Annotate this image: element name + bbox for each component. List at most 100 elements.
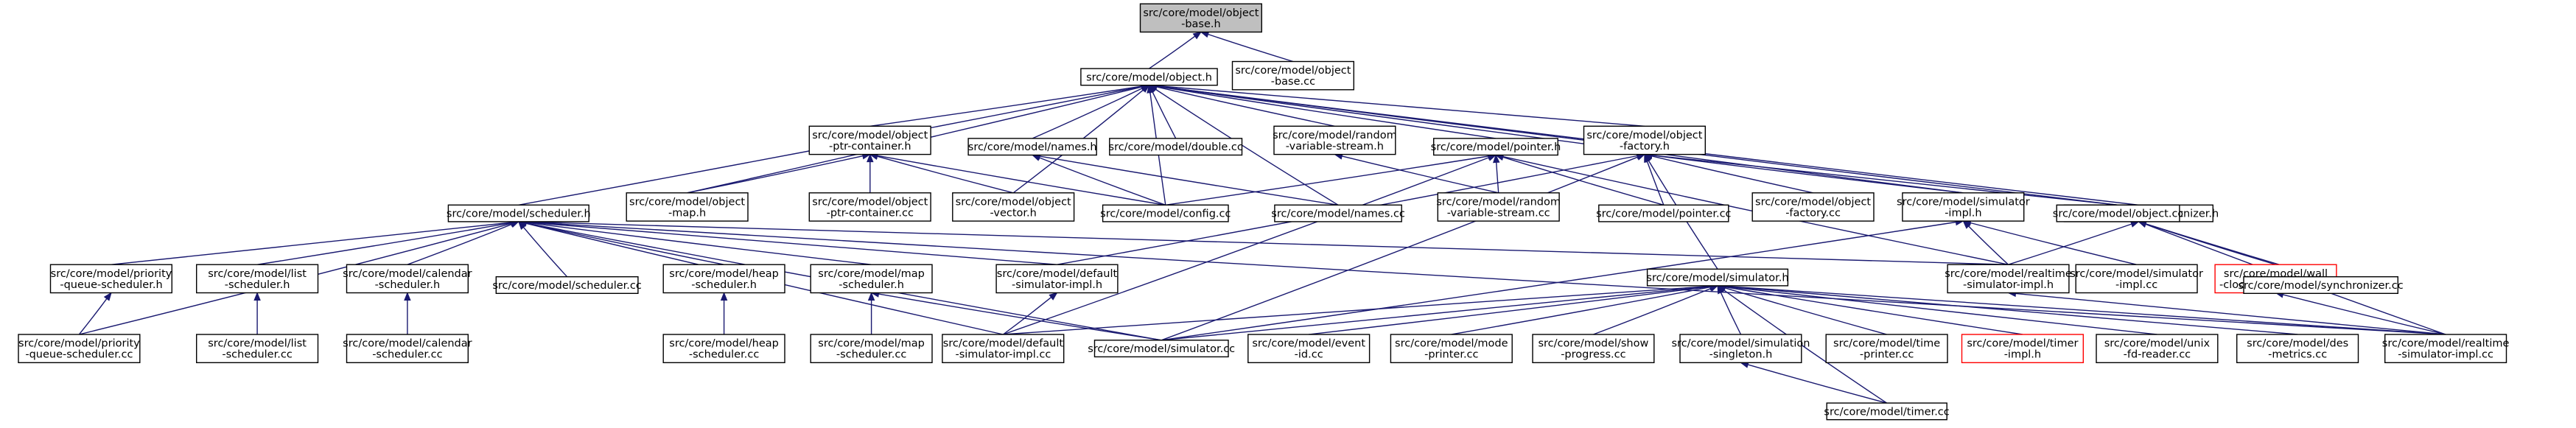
file-node-omap-h[interactable]: src/core/model/object-map.h bbox=[626, 192, 749, 222]
file-node-label: -queue-scheduler.h bbox=[60, 279, 162, 291]
file-node-label: src/core/model/event bbox=[1252, 338, 1365, 350]
file-node-label: src/core/model/simulator bbox=[1897, 196, 2030, 208]
file-node-label: src/core/model/show bbox=[1538, 338, 1648, 350]
file-node-label: src/core/model/names.h bbox=[968, 141, 1097, 153]
file-node-label: src/core/model/realtime bbox=[1945, 268, 2072, 280]
dependency-edge bbox=[869, 152, 1014, 194]
file-node-heap-h[interactable]: src/core/model/heap-scheduler.h bbox=[662, 264, 785, 294]
file-node-label: src/core/model/object bbox=[629, 196, 745, 208]
file-node-simulator-h[interactable]: src/core/model/simulator.h bbox=[1646, 268, 1789, 287]
dependency-edge bbox=[1031, 152, 1339, 206]
file-node-rvs-h[interactable]: src/core/model/random-variable-stream.h bbox=[1273, 125, 1397, 155]
file-node-eventid-cc[interactable]: src/core/model/event-id.cc bbox=[1247, 334, 1371, 363]
file-node-rtsim-cc[interactable]: src/core/model/realtime-simulator-impl.c… bbox=[2382, 334, 2510, 363]
file-node-list-cc[interactable]: src/core/model/list-scheduler.cc bbox=[196, 334, 319, 363]
file-node-timerimpl-h[interactable]: src/core/model/timer-impl.h bbox=[1961, 334, 2085, 363]
dependency-edge bbox=[687, 152, 872, 194]
file-node-label: src/core/model/heap bbox=[669, 338, 779, 350]
file-node-scheduler-cc[interactable]: src/core/model/scheduler.cc bbox=[492, 276, 642, 295]
dependency-edge bbox=[1032, 85, 1150, 139]
file-node-label: -factory.cc bbox=[1785, 207, 1841, 219]
file-node-label: -scheduler.cc bbox=[689, 349, 759, 361]
dependency-edge bbox=[1962, 220, 2009, 265]
file-node-label: src/core/model/object bbox=[1235, 65, 1351, 77]
file-node-label: -scheduler.h bbox=[375, 279, 441, 291]
file-node-label: src/core/model/object bbox=[812, 196, 928, 208]
file-node-pointer-h[interactable]: src/core/model/pointer.h bbox=[1431, 138, 1561, 156]
file-node-modeprinter-cc[interactable]: src/core/model/mode-printer.cc bbox=[1390, 334, 1513, 363]
dependency-edge bbox=[1002, 292, 1058, 335]
file-node-optrc-cc[interactable]: src/core/model/object-ptr-container.cc bbox=[808, 192, 931, 222]
dependency-edge bbox=[870, 290, 1162, 341]
file-node-label: -scheduler.cc bbox=[372, 349, 442, 361]
file-node-ofactory-cc[interactable]: src/core/model/object-factory.cc bbox=[1751, 192, 1875, 222]
file-node-label: src/core/model/calendar bbox=[343, 338, 472, 350]
file-node-unixfd-cc[interactable]: src/core/model/unix-fd-reader.cc bbox=[2096, 334, 2219, 363]
file-node-objptr-h[interactable]: src/core/model/object-ptr-container.h bbox=[808, 125, 931, 155]
file-node-label: -scheduler.cc bbox=[836, 349, 906, 361]
file-node-pointer-cc[interactable]: src/core/model/pointer.cc bbox=[1596, 204, 1732, 222]
file-node-label: src/core/model/object bbox=[1586, 130, 1702, 141]
file-node-label: -impl.h bbox=[2004, 349, 2041, 361]
file-node-label: -simulator-impl.cc bbox=[2398, 349, 2493, 361]
file-node-heap-cc[interactable]: src/core/model/heap-scheduler.cc bbox=[662, 334, 785, 363]
file-node-root[interactable]: src/core/model/object-base.h bbox=[1139, 3, 1263, 33]
file-node-sync-cc[interactable]: src/core/model/synchronizer.cc bbox=[2238, 276, 2404, 295]
file-node-label: src/core/model/pointer.h bbox=[1431, 141, 1561, 153]
file-node-showprog-cc[interactable]: src/core/model/show-progress.cc bbox=[1532, 334, 1655, 363]
file-node-label: src/core/model/pointer.cc bbox=[1596, 208, 1731, 220]
file-node-label: -map.h bbox=[668, 207, 706, 219]
file-node-label: -variable-stream.h bbox=[1286, 141, 1384, 152]
file-node-label: -id.cc bbox=[1295, 349, 1323, 361]
file-node-label: -scheduler.h bbox=[839, 279, 904, 291]
dependency-edge bbox=[2275, 291, 2446, 335]
file-node-names-h[interactable]: src/core/model/names.h bbox=[967, 138, 1097, 156]
file-node-simsingleton-h[interactable]: src/core/model/simulation-singleton.h bbox=[1672, 334, 1810, 363]
file-node-object-cc[interactable]: src/core/model/object.cc bbox=[2053, 204, 2184, 222]
dependency-edge bbox=[2008, 220, 2140, 265]
file-node-simimpl-cc[interactable]: src/core/model/simulator-impl.cc bbox=[2070, 264, 2203, 294]
file-node-label: src/core/model/map bbox=[818, 338, 925, 350]
file-node-list-h[interactable]: src/core/model/list-scheduler.h bbox=[196, 264, 319, 294]
file-node-desmetrics-cc[interactable]: src/core/model/des-metrics.cc bbox=[2236, 334, 2359, 363]
file-node-timer-cc[interactable]: src/core/model/timer.cc bbox=[1824, 402, 1950, 421]
file-node-names-cc[interactable]: src/core/model/names.cc bbox=[1271, 204, 1405, 222]
file-node-config-cc[interactable]: src/core/model/config.cc bbox=[1100, 204, 1231, 222]
file-node-defsim-cc[interactable]: src/core/model/default-simulator-impl.cc bbox=[942, 334, 1065, 363]
file-node-simimpl-h[interactable]: src/core/model/simulator-impl.h bbox=[1897, 192, 2030, 222]
file-node-prioq-cc[interactable]: src/core/model/priority-queue-scheduler.… bbox=[18, 334, 141, 363]
file-node-defsim-h[interactable]: src/core/model/default-simulator-impl.h bbox=[995, 264, 1119, 294]
file-node-obase-cc[interactable]: src/core/model/object-base.cc bbox=[1231, 60, 1355, 91]
dependency-edge bbox=[111, 219, 520, 265]
dependency-edge bbox=[404, 292, 411, 334]
file-node-label: -scheduler.cc bbox=[222, 349, 292, 361]
file-node-timeprinter-cc[interactable]: src/core/model/time-printer.cc bbox=[1825, 334, 1948, 363]
file-node-cal-h[interactable]: src/core/model/calendar-scheduler.h bbox=[343, 264, 472, 294]
file-node-double-cc[interactable]: src/core/model/double.cc bbox=[1109, 138, 1243, 156]
file-node-map-h[interactable]: src/core/model/map-scheduler.h bbox=[810, 264, 933, 294]
file-node-label: -simulator-impl.h bbox=[1963, 279, 2054, 291]
file-node-label: src/core/model/priority bbox=[51, 268, 172, 280]
file-node-label: -printer.cc bbox=[1424, 349, 1478, 361]
file-node-label: src/core/model/priority bbox=[18, 338, 140, 350]
file-node-cal-cc[interactable]: src/core/model/calendar-scheduler.cc bbox=[343, 334, 472, 363]
file-node-label: src/core/model/random bbox=[1273, 130, 1397, 141]
dependency-edge bbox=[1643, 152, 1813, 194]
file-node-ovector-h[interactable]: src/core/model/object-vector.h bbox=[952, 192, 1075, 222]
file-node-label: src/core/model/simulator.h bbox=[1646, 273, 1788, 284]
file-node-label: src/core/model/object bbox=[812, 130, 928, 141]
dependency-edge bbox=[1492, 154, 1500, 193]
file-node-label: src/core/model/des bbox=[2247, 338, 2348, 350]
file-node-rvs-cc[interactable]: src/core/model/random-variable-stream.cc bbox=[1436, 192, 1561, 222]
file-node-prioq-h[interactable]: src/core/model/priority-queue-scheduler.… bbox=[49, 264, 173, 294]
file-node-label: -singleton.h bbox=[1709, 349, 1773, 361]
file-node-scheduler-h[interactable]: src/core/model/scheduler.h bbox=[447, 204, 591, 222]
file-node-rtsim-h[interactable]: src/core/model/realtime-simulator-impl.h bbox=[1945, 264, 2072, 294]
file-node-simulator-cc[interactable]: src/core/model/simulator.cc bbox=[1088, 340, 1235, 358]
file-node-label: src/core/model/object bbox=[1755, 196, 1871, 208]
file-nodes: src/core/model/object-base.h src/core/mod… bbox=[18, 3, 2510, 421]
file-node-map-cc[interactable]: src/core/model/map-scheduler.cc bbox=[810, 334, 933, 363]
file-node-ofactory-h[interactable]: src/core/model/object-factory.h bbox=[1583, 125, 1707, 155]
file-node-object-h[interactable]: src/core/model/object.h bbox=[1080, 68, 1218, 86]
file-node-label: src/core/model/unix bbox=[2104, 338, 2211, 350]
